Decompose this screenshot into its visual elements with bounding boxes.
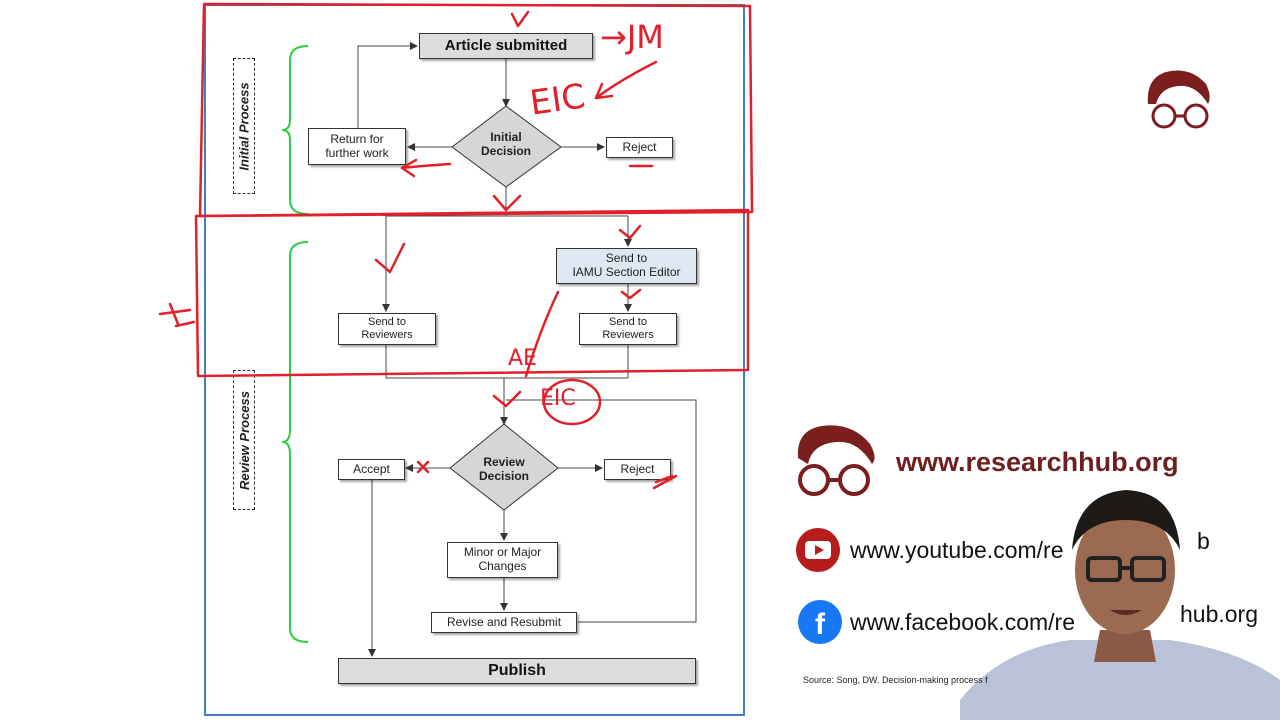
youtube-row: www.youtube.com/re	[796, 528, 1063, 572]
ink-label-ae: AE	[508, 346, 537, 371]
researchhub-logo-icon	[797, 425, 875, 496]
ink-label-jm: →JM	[600, 18, 664, 56]
node-reject-initial: Reject	[606, 137, 673, 158]
source-citation: Source: Song, DW. Decision-making proces…	[803, 675, 988, 685]
node-accept: Accept	[338, 459, 405, 480]
ink-tick-right2	[620, 288, 642, 300]
ink-mark-accept	[416, 460, 430, 474]
stage-label-review: Review Process	[233, 370, 255, 510]
presenter-video: b hub.org	[960, 490, 1280, 720]
node-review-decision: Review Decision	[478, 455, 529, 484]
ink-arrow-return	[400, 158, 452, 178]
youtube-url[interactable]: www.youtube.com/re	[850, 536, 1064, 563]
website-row: www.researchhub.org	[792, 424, 1179, 500]
node-send-section-editor: Send to IAMU Section Editor	[556, 248, 697, 284]
ink-tick-submitted	[510, 10, 530, 28]
ink-tick-review	[492, 390, 522, 408]
ink-box-review-send	[194, 208, 750, 378]
ink-mark-reject2	[652, 474, 678, 490]
stage-label-initial: Initial Process	[233, 58, 255, 194]
node-reject-review: Reject	[604, 459, 671, 480]
node-publish: Publish	[338, 658, 696, 684]
facebook-url[interactable]: www.facebook.com/re	[850, 608, 1075, 635]
node-initial-decision: Initial Decision	[480, 130, 531, 159]
node-send-reviewers-right: Send to Reviewers	[579, 313, 677, 345]
facebook-icon: f	[798, 600, 842, 644]
node-minor-major-changes: Minor or Major Changes	[447, 542, 558, 578]
youtube-url-tail: b	[1197, 528, 1210, 554]
node-send-reviewers-left: Send to Reviewers	[338, 313, 436, 345]
ink-tick-left	[374, 242, 406, 274]
ink-circle-eic	[542, 378, 602, 426]
ink-arrow-eic	[594, 60, 658, 100]
facebook-url-tail: hub.org	[1180, 601, 1258, 627]
website-url[interactable]: www.researchhub.org	[896, 446, 1179, 477]
ink-mark-left	[158, 302, 196, 328]
facebook-row: f www.facebook.com/re	[798, 600, 1075, 644]
node-article-submitted: Article submitted	[419, 33, 593, 59]
node-return-further-work: Return for further work	[308, 128, 406, 165]
ink-label-eic-bottom: EIC	[540, 386, 576, 411]
ink-tick-right	[618, 224, 642, 240]
youtube-icon	[796, 528, 840, 572]
svg-text:f: f	[815, 608, 826, 641]
ink-tick-down	[492, 194, 522, 212]
ink-box-initial	[198, 2, 754, 218]
node-revise-resubmit: Revise and Resubmit	[431, 612, 577, 633]
ink-line-ae	[524, 290, 560, 378]
